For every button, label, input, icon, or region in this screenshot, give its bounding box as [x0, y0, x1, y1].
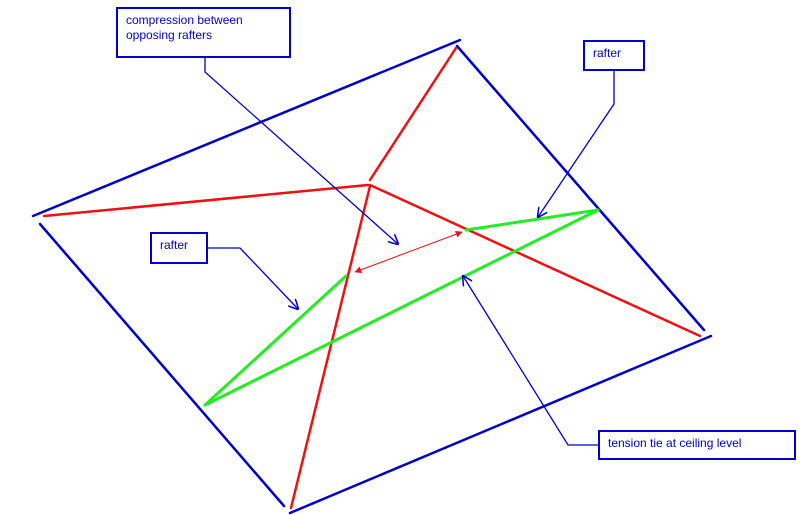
tie-green-long [203, 208, 600, 407]
rafter-red-bottom [289, 184, 372, 510]
frame-edge-bottom-right [288, 334, 713, 515]
rafter-red-top [368, 46, 458, 182]
leader-tension [463, 276, 598, 446]
leader-rafter-left [208, 247, 298, 309]
tie-green-right-upper [464, 208, 600, 232]
compression-arrow [354, 230, 463, 274]
label-rafter-right: rafter [583, 40, 645, 71]
wall-frame [31, 38, 713, 515]
frame-edge-bottom-left [38, 222, 286, 508]
frame-edge-top-left [31, 38, 462, 218]
frame-edge-top-right [455, 44, 706, 332]
tie-green-left [203, 274, 348, 407]
label-tension-tie: tension tie at ceiling level [598, 430, 796, 460]
callout-leaders [204, 58, 615, 446]
leader-compression [204, 58, 398, 244]
ties [203, 208, 600, 407]
leader-rafter-right [538, 71, 615, 217]
label-rafter-left: rafter [150, 232, 208, 264]
label-compression-between-rafters: compression between opposing rafters [116, 7, 291, 58]
rafters [42, 46, 702, 510]
rafter-red-right [368, 183, 702, 338]
rafter-red-left [42, 183, 370, 218]
